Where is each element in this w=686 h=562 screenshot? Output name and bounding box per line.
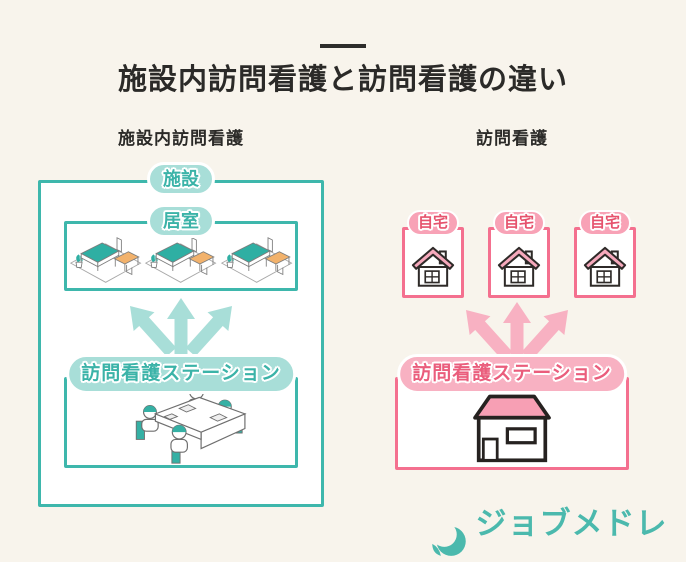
left-station-badge: 訪問看護ステーション xyxy=(66,354,296,394)
home-badge: 自宅 xyxy=(406,210,460,237)
home-badge: 自宅 xyxy=(492,210,546,237)
left-column-header: 施設内訪問看護 xyxy=(118,129,244,148)
jobmedley-crescent-icon xyxy=(432,526,466,556)
right-column-header: 訪問看護 xyxy=(476,129,548,148)
bed-icon xyxy=(69,237,142,283)
house-icon xyxy=(497,246,541,287)
home-badge: 自宅 xyxy=(578,210,632,237)
title-accent-line xyxy=(320,44,366,48)
teal-up-arrows-icon xyxy=(119,297,243,361)
home-box xyxy=(402,227,464,298)
nurses-meeting-icon xyxy=(135,384,247,464)
page-title: 施設内訪問看護と訪問看護の違い xyxy=(117,64,568,96)
home-box xyxy=(488,227,550,298)
bed-icon xyxy=(145,237,217,283)
bed-icon xyxy=(220,237,293,283)
station-building-icon xyxy=(473,394,551,462)
jobmedley-logo: ジョブメドレー xyxy=(428,498,686,562)
home-box xyxy=(574,227,636,298)
logo-text: ジョブメドレー xyxy=(475,506,668,562)
room-badge: 居室 xyxy=(147,204,215,239)
right-station-badge: 訪問看護ステーション xyxy=(397,354,627,394)
house-icon xyxy=(583,246,627,287)
house-icon xyxy=(411,246,455,287)
facility-badge: 施設 xyxy=(147,162,215,197)
